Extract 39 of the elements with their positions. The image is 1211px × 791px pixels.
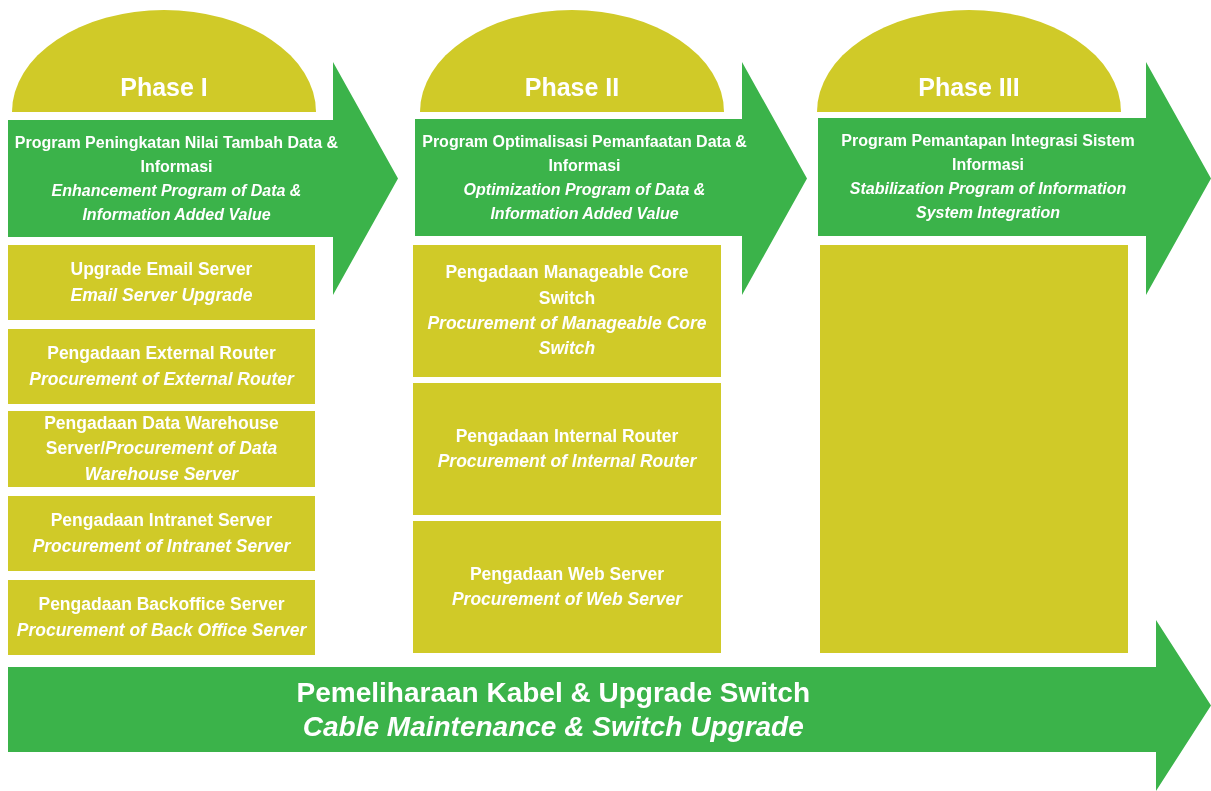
english-text: Procurement of Web Server xyxy=(451,588,683,611)
english-text: Cable Maintenance & Switch Upgrade xyxy=(302,709,804,744)
english-text: Optimization Program of Data & Information Added Value xyxy=(462,179,707,224)
english-text: Stabilization Program of Information System Integration xyxy=(848,179,1128,223)
english-text: Email Server Upgrade xyxy=(70,283,253,307)
indonesian-text: Pengadaan Internal Router xyxy=(455,424,679,448)
english-text: Procurement of Manageable Core Switch xyxy=(426,312,708,361)
indonesian-text: Pemeliharaan Kabel & Upgrade Switch xyxy=(296,675,811,710)
indonesian-text: Pengadaan Data Warehouse Server/Procurement of Data Warehouse Server xyxy=(43,411,280,486)
indonesian-text: Program Pemantapan Integrasi Sistem Informasi xyxy=(840,131,1136,175)
phase-dome xyxy=(817,10,1121,112)
empty-box xyxy=(820,245,1128,653)
indonesian-text: Pengadaan Web Server xyxy=(469,562,665,586)
task-box xyxy=(8,496,315,571)
indonesian-text: Pengadaan Manageable Core Switch xyxy=(444,261,690,310)
task-box xyxy=(413,383,721,515)
task-box xyxy=(8,411,315,487)
program-banner xyxy=(8,620,1211,791)
task-box xyxy=(8,329,315,404)
english-text: Procurement of External Router xyxy=(29,367,294,391)
task-box xyxy=(413,521,721,653)
indonesian-text: Upgrade Email Server xyxy=(70,258,253,282)
english-text: Enhancement Program of Data & Information Added Value xyxy=(50,180,303,225)
phase-title: Phase II xyxy=(524,71,620,103)
task-box xyxy=(8,580,315,655)
phase-title: Phase I xyxy=(120,71,208,103)
english-text: Procurement of Intranet Server xyxy=(32,534,291,558)
indonesian-text: Pengadaan Backoffice Server xyxy=(38,593,285,617)
task-box xyxy=(413,245,721,377)
english-text: Procurement of Internal Router xyxy=(437,450,697,473)
task-box xyxy=(8,245,315,320)
phase-title: Phase III xyxy=(918,71,1020,103)
english-text: Procurement of Back Office Server xyxy=(16,618,307,642)
indonesian-text: Pengadaan Intranet Server xyxy=(50,509,273,533)
indonesian-text: Program Peningkatan Nilai Tambah Data & Informasi xyxy=(14,132,339,177)
phase-dome xyxy=(420,10,724,112)
indonesian-text: Pengadaan External Router xyxy=(47,342,276,366)
phase-dome xyxy=(12,10,316,112)
indonesian-text: Program Optimalisasi Pemanfaatan Data & Informasi xyxy=(421,131,748,176)
